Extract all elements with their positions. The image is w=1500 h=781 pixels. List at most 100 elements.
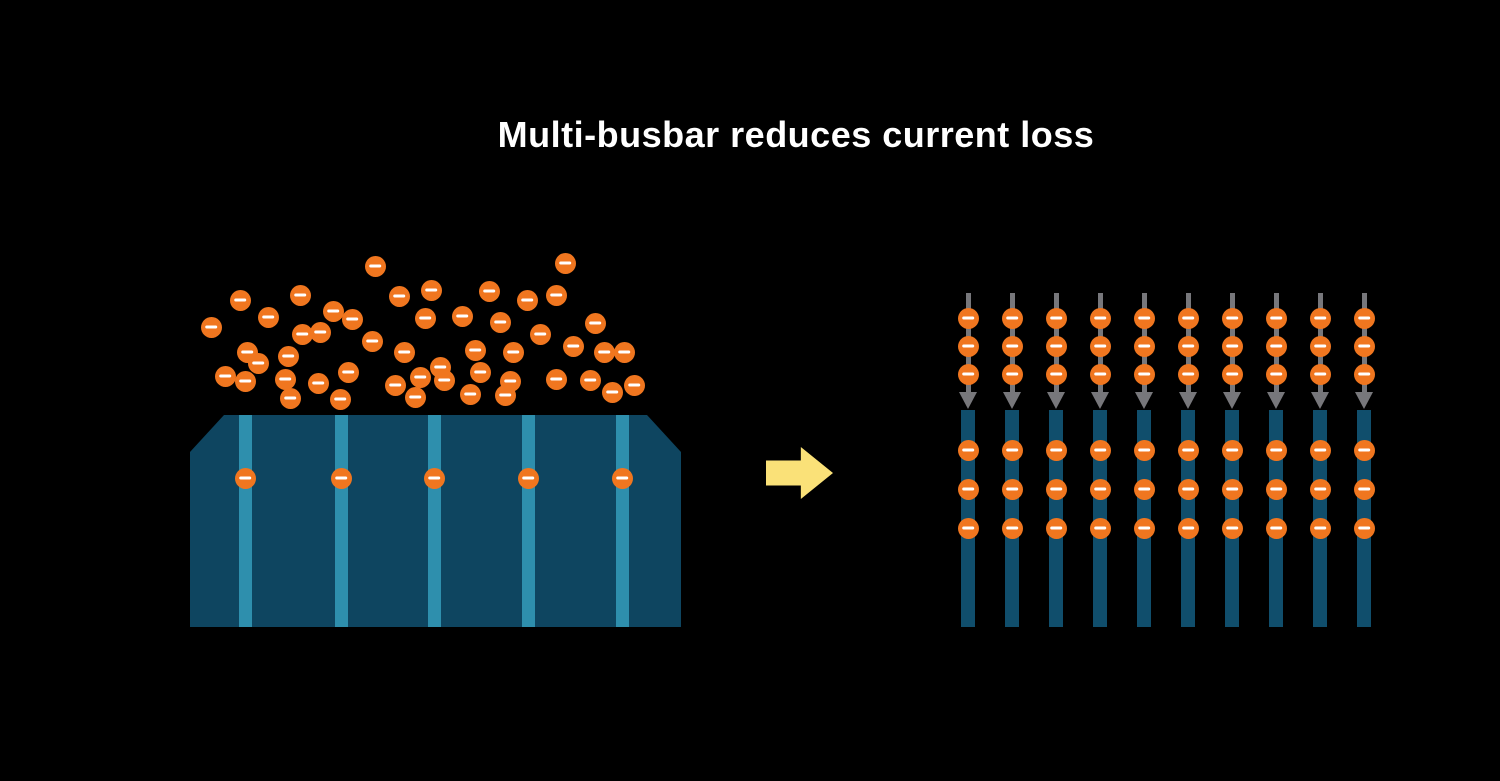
electron-icon xyxy=(1309,307,1331,329)
current-flow-arrow-head-icon xyxy=(1003,392,1021,409)
current-flow-arrow-head-icon xyxy=(1311,392,1329,409)
electron-icon xyxy=(1133,478,1155,500)
electron-icon xyxy=(1221,517,1243,539)
electron-icon xyxy=(1353,517,1375,539)
electron-icon xyxy=(1177,307,1199,329)
electron-icon xyxy=(1045,439,1067,461)
transition-arrow-icon xyxy=(766,447,833,499)
electron-icon xyxy=(420,279,442,301)
electron-icon xyxy=(494,384,516,406)
electron-icon xyxy=(247,352,269,374)
electron-icon xyxy=(1089,439,1111,461)
electron-icon xyxy=(623,374,645,396)
electron-icon xyxy=(1221,478,1243,500)
electron-icon xyxy=(1133,335,1155,357)
electron-icon xyxy=(957,517,979,539)
electron-icon xyxy=(337,361,359,383)
electron-icon xyxy=(361,330,383,352)
electron-icon xyxy=(307,372,329,394)
electron-icon xyxy=(1353,335,1375,357)
electron-icon xyxy=(1309,517,1331,539)
busbar-stripe xyxy=(615,415,629,627)
electron-icon xyxy=(1309,478,1331,500)
electron-icon xyxy=(1221,363,1243,385)
electron-icon xyxy=(1045,307,1067,329)
electron-icon xyxy=(1177,517,1199,539)
electron-icon xyxy=(957,478,979,500)
electron-icon xyxy=(330,467,352,489)
electron-icon xyxy=(1133,517,1155,539)
electron-icon xyxy=(234,370,256,392)
electron-icon xyxy=(464,339,486,361)
electron-icon xyxy=(322,300,344,322)
busbar-stripe xyxy=(427,415,441,627)
electron-icon xyxy=(545,284,567,306)
electron-icon xyxy=(1221,439,1243,461)
electron-icon xyxy=(1001,363,1023,385)
electron-icon xyxy=(1133,307,1155,329)
electron-icon xyxy=(1309,363,1331,385)
electron-icon xyxy=(611,467,633,489)
electron-icon xyxy=(229,289,251,311)
electron-icon xyxy=(957,307,979,329)
electron-icon xyxy=(1353,478,1375,500)
electron-icon xyxy=(409,366,431,388)
electron-icon xyxy=(545,368,567,390)
electron-icon xyxy=(393,341,415,363)
electron-icon xyxy=(1265,335,1287,357)
electron-icon xyxy=(1001,517,1023,539)
current-flow-arrow-head-icon xyxy=(1223,392,1241,409)
electron-icon xyxy=(478,280,500,302)
electron-icon xyxy=(341,308,363,330)
electron-icon xyxy=(1133,363,1155,385)
electron-icon xyxy=(1265,439,1287,461)
electron-icon xyxy=(517,467,539,489)
electron-icon xyxy=(613,341,635,363)
electron-icon xyxy=(214,365,236,387)
electron-icon xyxy=(1265,363,1287,385)
electron-icon xyxy=(1309,439,1331,461)
electron-icon xyxy=(388,285,410,307)
electron-icon xyxy=(1089,307,1111,329)
electron-icon xyxy=(469,361,491,383)
current-flow-arrow-head-icon xyxy=(1135,392,1153,409)
current-flow-arrow-head-icon xyxy=(959,392,977,409)
electron-icon xyxy=(516,289,538,311)
electron-icon xyxy=(593,341,615,363)
busbar-stripe xyxy=(521,415,535,627)
electron-icon xyxy=(1177,335,1199,357)
electron-icon xyxy=(234,467,256,489)
electron-icon xyxy=(309,321,331,343)
electron-icon xyxy=(414,307,436,329)
electron-icon xyxy=(459,383,481,405)
electron-icon xyxy=(562,335,584,357)
electron-icon xyxy=(289,284,311,306)
electron-icon xyxy=(1045,478,1067,500)
electron-icon xyxy=(489,311,511,333)
busbar-stripe xyxy=(334,415,348,627)
current-flow-arrow-head-icon xyxy=(1091,392,1109,409)
electron-icon xyxy=(274,368,296,390)
electron-icon xyxy=(1353,439,1375,461)
diagram-title: Multi-busbar reduces current loss xyxy=(497,114,1095,155)
electron-icon xyxy=(1133,439,1155,461)
current-flow-arrow-head-icon xyxy=(1355,392,1373,409)
electron-icon xyxy=(404,386,426,408)
electron-icon xyxy=(502,341,524,363)
electron-icon xyxy=(1001,335,1023,357)
electron-icon xyxy=(200,316,222,338)
electron-icon xyxy=(257,306,279,328)
electron-icon xyxy=(584,312,606,334)
electron-icon xyxy=(1089,363,1111,385)
electron-icon xyxy=(1265,307,1287,329)
electron-icon xyxy=(1089,335,1111,357)
electron-icon xyxy=(1353,307,1375,329)
current-flow-arrow-head-icon xyxy=(1179,392,1197,409)
electron-icon xyxy=(1177,439,1199,461)
electron-icon xyxy=(1089,478,1111,500)
electron-icon xyxy=(1045,517,1067,539)
electron-icon xyxy=(1045,335,1067,357)
current-flow-arrow-head-icon xyxy=(1267,392,1285,409)
current-flow-arrow-head-icon xyxy=(1047,392,1065,409)
